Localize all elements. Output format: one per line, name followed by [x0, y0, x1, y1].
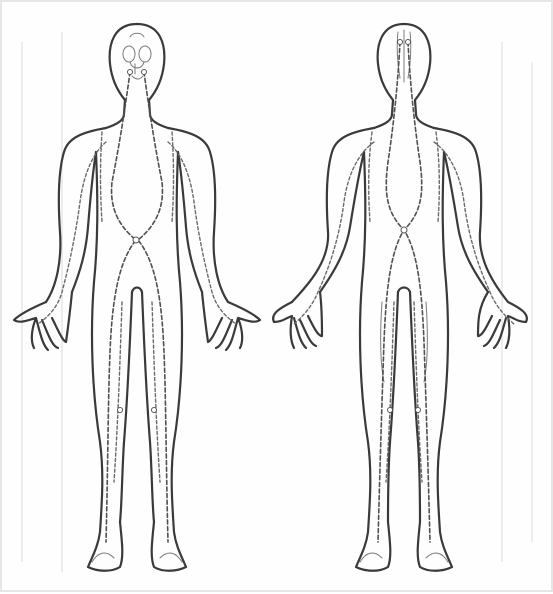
front-left-hand — [14, 292, 72, 350]
back-left-hand — [273, 292, 322, 348]
back-body-figure — [273, 24, 527, 571]
background-texture — [22, 32, 532, 572]
front-right-hand — [202, 292, 260, 350]
front-body-figure — [14, 24, 260, 571]
